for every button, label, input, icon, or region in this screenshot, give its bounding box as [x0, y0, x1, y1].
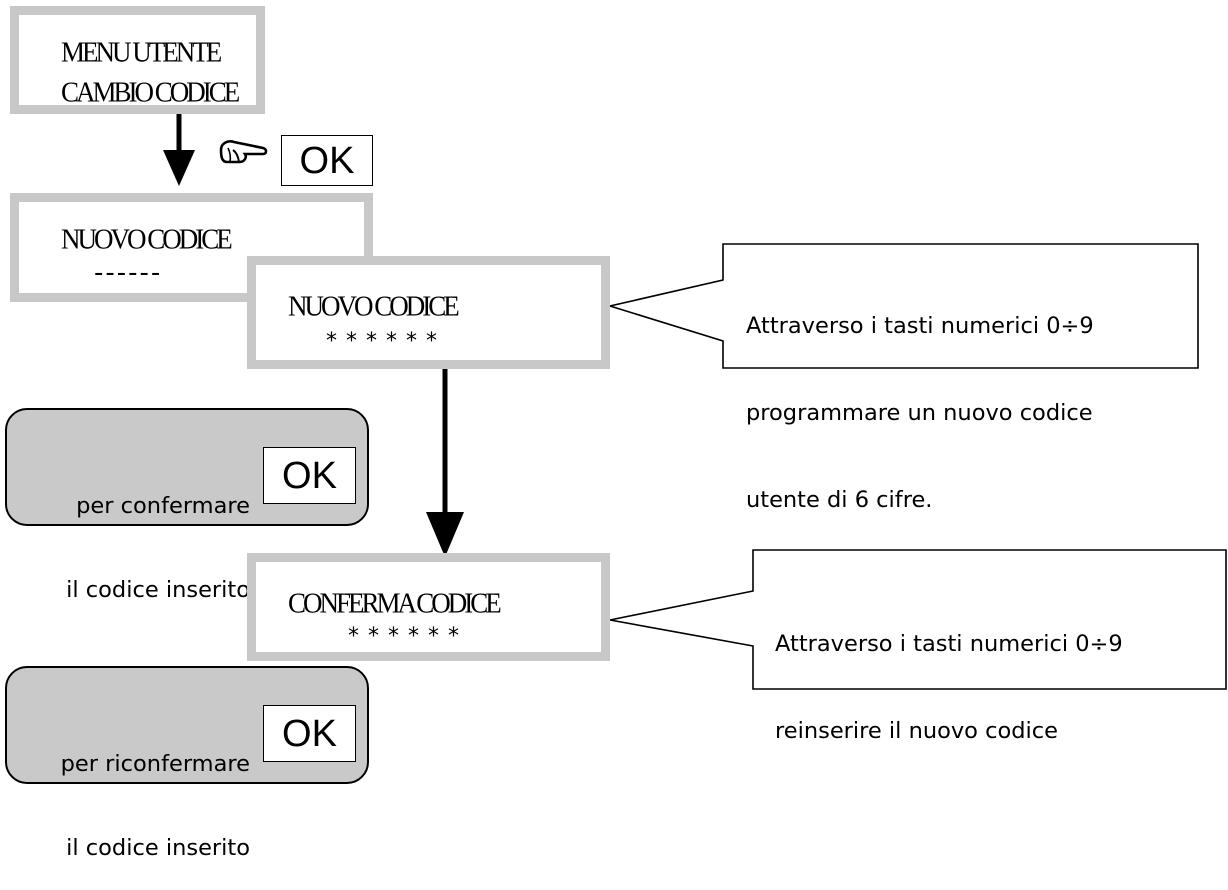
callout-line: reinserire il nuovo codice	[775, 718, 1058, 744]
callout-line: programmare un nuovo codice	[746, 400, 1093, 426]
instruction-confirm-text: per confermare il codice inserito	[10, 436, 250, 632]
instruction-box-confirm	[5, 408, 369, 526]
ok-key[interactable]: OK	[281, 135, 373, 186]
ok-key[interactable]: OK	[263, 705, 356, 762]
lcd-line-2: ******	[326, 329, 446, 354]
callout-reenter-code: Attraverso i tasti numerici 0÷9 reinseri…	[775, 572, 1123, 775]
instruction-reconfirm-text: per riconfermare il codice inserito	[10, 694, 250, 890]
lcd-line-2: ******	[348, 624, 468, 649]
instruction-line: per riconfermare	[60, 751, 250, 777]
callout-2-outline	[609, 549, 1227, 690]
callout-line: utente di 6 cifre.	[746, 487, 933, 513]
lcd-line-2: CAMBIO CODICE	[61, 76, 240, 108]
lcd-screen-confirm-code: CONFERMA CODICE ******	[247, 553, 610, 661]
instruction-line: per confermare	[76, 493, 250, 519]
down-arrow-icon	[163, 150, 195, 186]
lcd-line-2: ------	[94, 258, 163, 288]
lcd-line-1: CONFERMA CODICE	[288, 587, 502, 619]
callout-enter-code: Attraverso i tasti numerici 0÷9 programm…	[746, 254, 1094, 544]
lcd-screen-new-code-filled: NUOVO CODICE ******	[247, 256, 610, 369]
instruction-line: il codice inserito	[66, 835, 250, 861]
instruction-line: il codice inserito	[66, 577, 250, 603]
lcd-line-1: MENU UTENTE	[61, 36, 222, 68]
callout-line: Attraverso i tasti numerici 0÷9	[775, 631, 1123, 657]
callout-1-outline	[606, 243, 1199, 369]
down-arrow-icon	[426, 512, 464, 557]
lcd-line-1: NUOVO CODICE	[288, 290, 460, 322]
callout-line: Attraverso i tasti numerici 0÷9	[746, 313, 1094, 339]
pointing-hand-icon	[219, 140, 268, 164]
lcd-screen-menu: MENU UTENTE CAMBIO CODICE	[10, 6, 265, 114]
ok-key[interactable]: OK	[263, 447, 356, 504]
lcd-line-1: NUOVO CODICE	[61, 223, 233, 255]
